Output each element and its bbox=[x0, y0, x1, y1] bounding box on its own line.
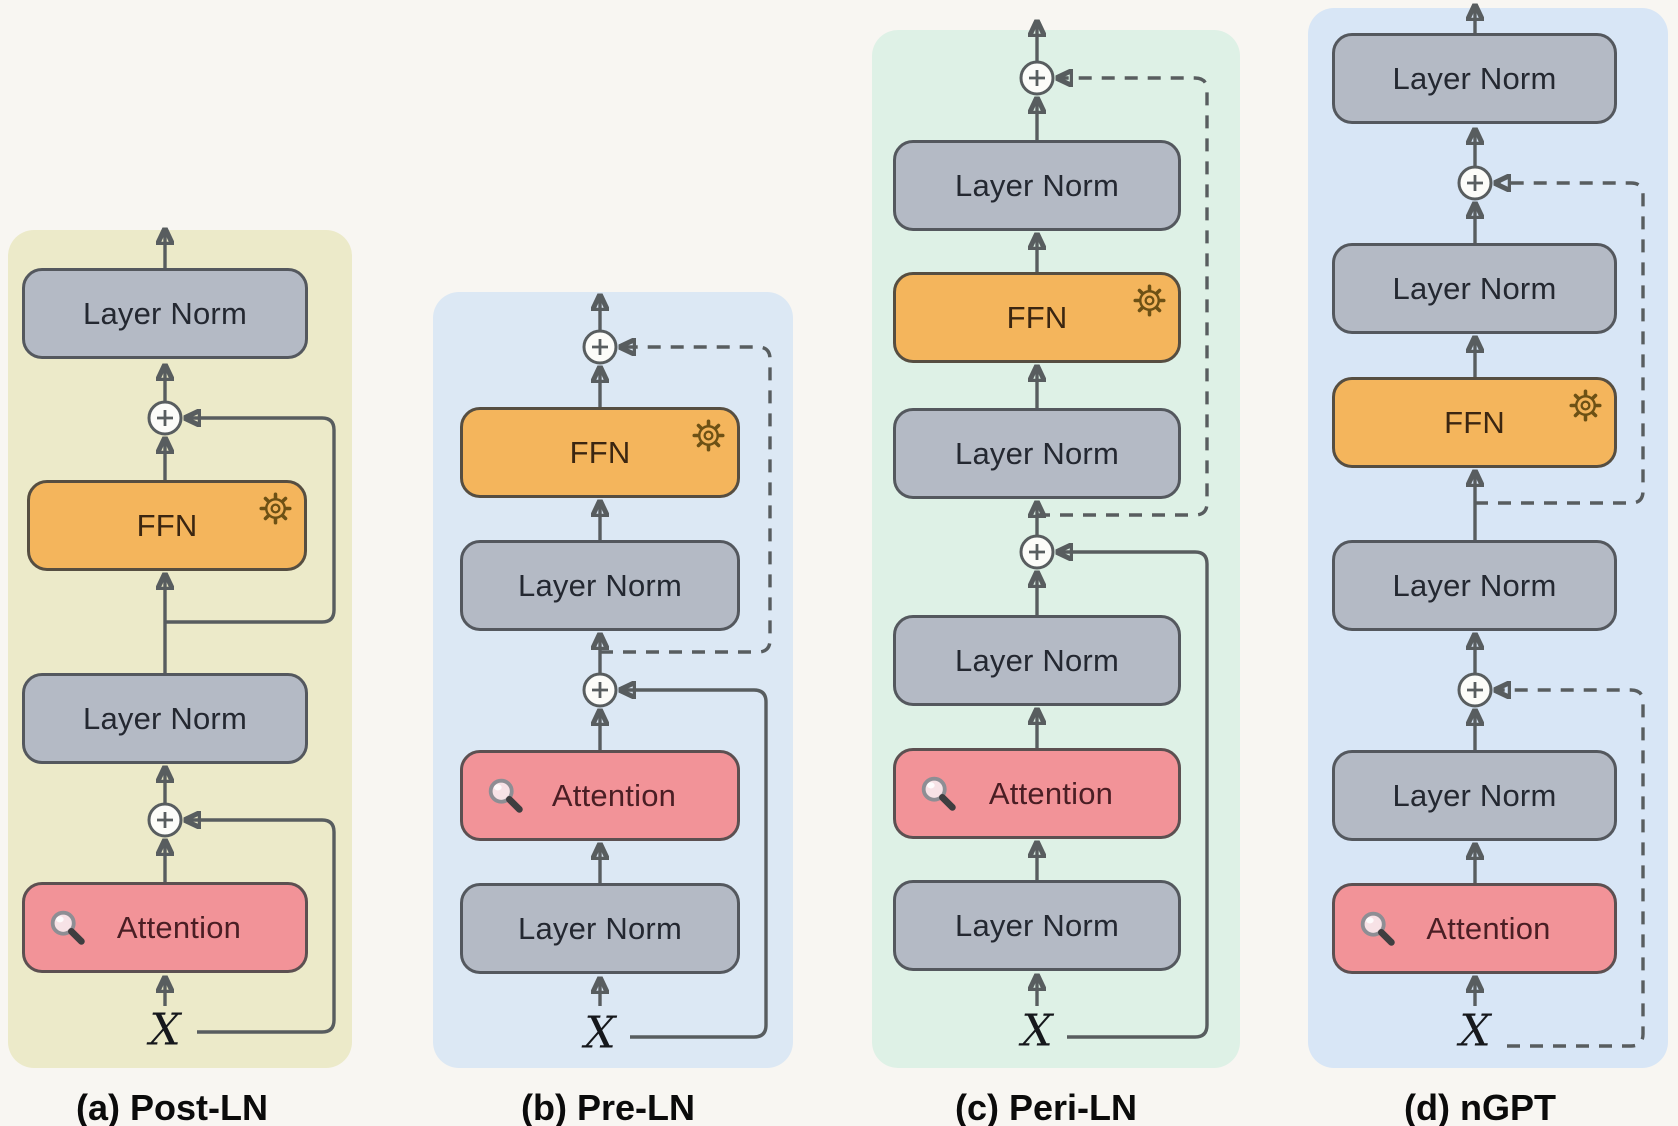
input-x-label: X bbox=[149, 1004, 181, 1056]
plus-icon bbox=[1029, 544, 1045, 560]
layer-norm-block: Layer Norm bbox=[1332, 750, 1617, 841]
layer-norm-block: Layer Norm bbox=[893, 615, 1181, 706]
layer-norm-block: Layer Norm bbox=[22, 268, 308, 359]
caption-ngpt: (d) nGPT bbox=[1404, 1087, 1556, 1126]
attention-block: Attention bbox=[893, 748, 1181, 839]
input-x-label: X bbox=[584, 1007, 616, 1059]
layer-norm-block: Layer Norm bbox=[893, 880, 1181, 971]
input-x-label: X bbox=[1459, 1005, 1491, 1057]
caption-peri-ln: (c) Peri-LN bbox=[954, 1087, 1138, 1126]
layer-norm-block: Layer Norm bbox=[893, 140, 1181, 231]
layer-norm-label: Layer Norm bbox=[83, 295, 247, 331]
residual-line-input bbox=[622, 690, 768, 1039]
attention-block: Attention bbox=[1332, 883, 1617, 974]
ffn-label: FFN bbox=[1444, 404, 1505, 440]
caption-pre-ln: (b) Pre-LN bbox=[521, 1087, 695, 1126]
layer-norm-label: Layer Norm bbox=[955, 167, 1119, 203]
attention-block: Attention bbox=[22, 882, 308, 973]
residual-line-ffn-dashed bbox=[1037, 78, 1209, 517]
gear-icon bbox=[1133, 284, 1166, 317]
ffn-block: FFN bbox=[460, 407, 740, 498]
layer-norm-label: Layer Norm bbox=[955, 642, 1119, 678]
layer-norm-block: Layer Norm bbox=[1332, 243, 1617, 334]
ffn-block: FFN bbox=[893, 272, 1181, 363]
residual-line-ffn-dashed bbox=[600, 347, 772, 654]
attention-label: Attention bbox=[1426, 910, 1551, 946]
magnifier-icon bbox=[1360, 911, 1395, 946]
attention-label: Attention bbox=[116, 909, 242, 945]
attention-label: Attention bbox=[551, 777, 677, 813]
ffn-label: FFN bbox=[136, 507, 198, 543]
plus-icon bbox=[592, 339, 608, 355]
layer-norm-label: Layer Norm bbox=[955, 907, 1119, 943]
magnifier-icon bbox=[921, 776, 956, 811]
ffn-label: FFN bbox=[569, 434, 631, 470]
layer-norm-block: Layer Norm bbox=[460, 883, 740, 974]
ffn-block: FFN bbox=[27, 480, 307, 571]
attention-block: Attention bbox=[460, 750, 740, 841]
layer-norm-label: Layer Norm bbox=[518, 910, 682, 946]
caption-post-ln: (a) Post-LN bbox=[76, 1087, 268, 1126]
wires-peri-ln bbox=[1019, 23, 1209, 1039]
wires-ngpt bbox=[1457, 7, 1645, 1048]
magnifier-icon bbox=[488, 778, 523, 813]
layer-norm-label: Layer Norm bbox=[1392, 270, 1557, 306]
layer-norm-label: Layer Norm bbox=[83, 700, 247, 736]
layer-norm-label: Layer Norm bbox=[1392, 567, 1557, 603]
residual-line-ffn bbox=[165, 418, 336, 624]
residual-line-input-dashed bbox=[1497, 690, 1645, 1048]
ffn-label: FFN bbox=[1006, 299, 1068, 335]
input-x-label: X bbox=[1021, 1005, 1053, 1057]
plus-icon bbox=[1467, 175, 1483, 191]
residual-line-ffn-dashed bbox=[1475, 183, 1645, 505]
plus-icon bbox=[157, 812, 173, 828]
plus-icon bbox=[1467, 682, 1483, 698]
gear-icon bbox=[1569, 389, 1602, 422]
plus-icon bbox=[157, 410, 173, 426]
layer-norm-label: Layer Norm bbox=[1392, 60, 1557, 96]
residual-line-input bbox=[187, 820, 336, 1034]
gear-icon bbox=[259, 492, 292, 525]
wires-pre-ln bbox=[582, 297, 772, 1039]
layer-norm-label: Layer Norm bbox=[955, 435, 1119, 471]
layer-norm-block: Layer Norm bbox=[1332, 540, 1617, 631]
magnifier-icon bbox=[50, 910, 85, 945]
layer-norm-block: Layer Norm bbox=[460, 540, 740, 631]
layer-norm-label: Layer Norm bbox=[1392, 777, 1557, 813]
plus-icon bbox=[592, 682, 608, 698]
attention-label: Attention bbox=[988, 775, 1114, 811]
plus-icon bbox=[1029, 70, 1045, 86]
layer-norm-label: Layer Norm bbox=[518, 567, 682, 603]
layer-norm-block: Layer Norm bbox=[22, 673, 308, 764]
ffn-block: FFN bbox=[1332, 377, 1617, 468]
layer-norm-block: Layer Norm bbox=[1332, 33, 1617, 124]
residual-line-input bbox=[1059, 552, 1209, 1039]
layer-norm-block: Layer Norm bbox=[893, 408, 1181, 499]
wires-post-ln bbox=[147, 231, 336, 1034]
gear-icon bbox=[692, 419, 725, 452]
